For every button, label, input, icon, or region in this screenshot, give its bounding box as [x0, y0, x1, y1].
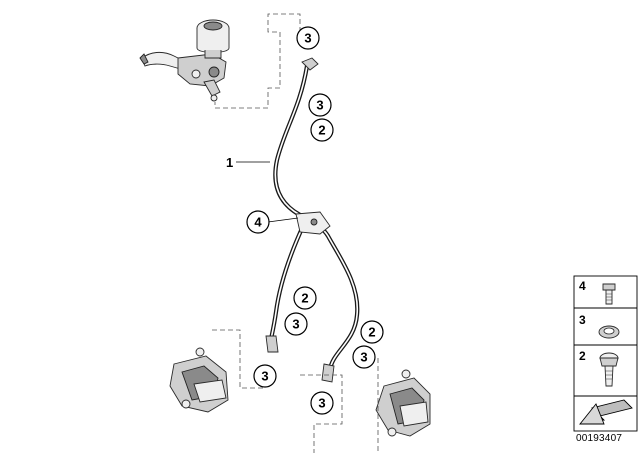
- callout-right-3a: 3: [352, 345, 376, 369]
- svg-text:3: 3: [318, 396, 325, 411]
- svg-text:3: 3: [360, 350, 367, 365]
- legend-row-2: 2: [579, 349, 619, 387]
- callout-upper-2: 2: [310, 118, 334, 142]
- hollow-screw-icon: [599, 352, 619, 387]
- parts-legend: 4 3 2: [573, 275, 638, 432]
- arrow-down-left-icon: [579, 399, 633, 425]
- svg-text:4: 4: [254, 215, 262, 230]
- svg-text:3: 3: [261, 369, 268, 384]
- sealing-ring-icon: [598, 325, 620, 339]
- legend-row-4: 4: [579, 279, 616, 305]
- callout-left-3a: 3: [284, 312, 308, 336]
- callout-right-3b: 3: [310, 391, 334, 415]
- svg-text:3: 3: [292, 317, 299, 332]
- svg-text:3: 3: [579, 313, 586, 327]
- svg-text:2: 2: [301, 291, 308, 306]
- svg-text:2: 2: [318, 123, 325, 138]
- legend-row-3: 3: [579, 313, 620, 339]
- callout-left-2: 2: [293, 286, 317, 310]
- svg-text:4: 4: [579, 279, 586, 293]
- svg-text:3: 3: [304, 31, 311, 46]
- svg-text:2: 2: [368, 325, 375, 340]
- svg-text:3: 3: [316, 98, 323, 113]
- master-cylinder-illustration: [139, 19, 230, 102]
- brake-hose: [265, 57, 360, 383]
- hose-label: 1: [226, 155, 233, 170]
- callout-mid-4: 4: [246, 210, 270, 234]
- banjo-bolt-icon: [602, 283, 616, 305]
- callout-top-3: 3: [296, 26, 320, 50]
- right-caliper-illustration: [375, 369, 431, 437]
- callout-upper-3: 3: [308, 93, 332, 117]
- diagram-number: 00193407: [576, 433, 623, 444]
- callout-right-2: 2: [360, 320, 384, 344]
- callout-left-3b: 3: [253, 364, 277, 388]
- left-caliper-illustration: [169, 347, 229, 413]
- svg-text:2: 2: [579, 349, 586, 363]
